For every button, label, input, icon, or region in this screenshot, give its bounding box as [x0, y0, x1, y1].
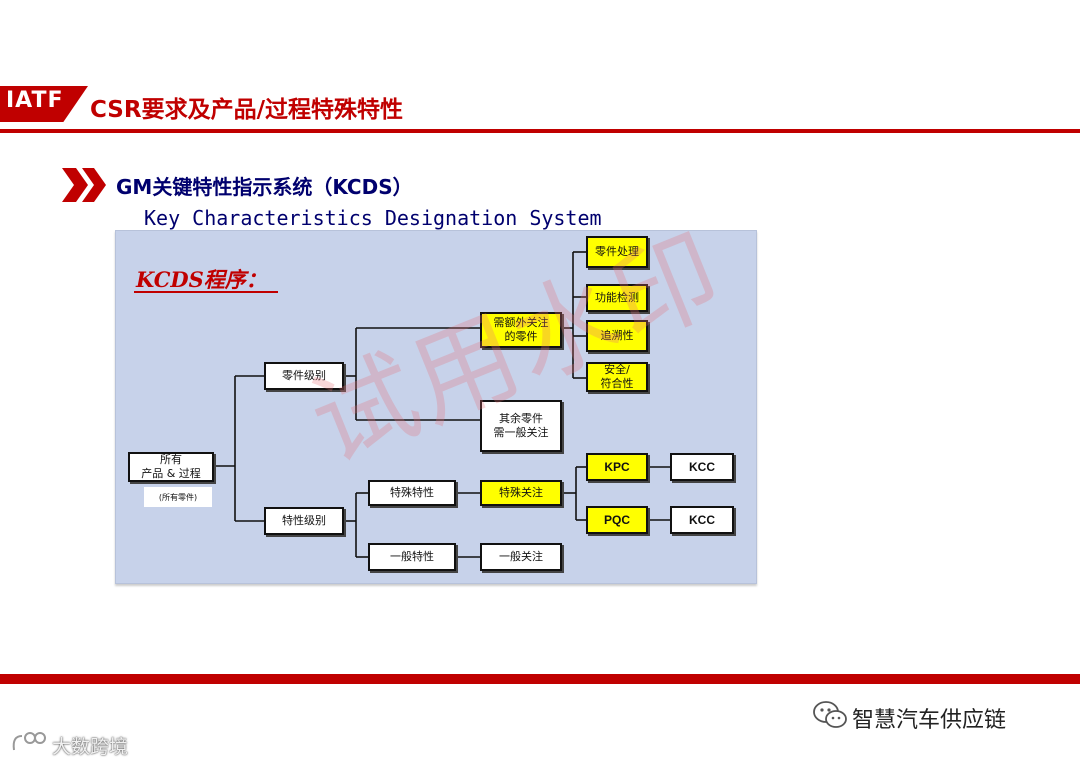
footer-brand: 智慧汽车供应链 [852, 708, 1007, 733]
wechat-icon [813, 701, 847, 728]
kcds-title-underline [134, 291, 278, 293]
node-special-attention: 特殊关注 [480, 480, 562, 506]
node-kcc-2: KCC [670, 506, 734, 534]
node-traceability: 追溯性 [586, 320, 648, 352]
node-function-test: 功能检测 [586, 284, 648, 312]
diagram-panel [115, 230, 757, 584]
page-title: CSR要求及产品/过程特殊特性 [90, 97, 403, 123]
corner-logo-icon [12, 732, 46, 751]
double-chevron-icon [62, 168, 106, 202]
node-other-parts: 其余零件 需一般关注 [480, 400, 562, 452]
node-general-characteristic: 一般特性 [368, 543, 456, 571]
node-special-characteristic: 特殊特性 [368, 480, 456, 506]
kcds-program-title: KCDS程序： [136, 267, 267, 292]
node-characteristic-level: 特性级别 [264, 507, 344, 535]
section-title: GM关键特性指示系统（KCDS） [116, 175, 413, 199]
node-all-products-processes: 所有 产品 & 过程 [128, 452, 214, 482]
section-subtitle: Key Characteristics Designation System [144, 206, 602, 230]
header-divider [0, 129, 1080, 133]
node-part-level: 零件级别 [264, 362, 344, 390]
node-pqc: PQC [586, 506, 648, 534]
node-extra-attention-parts: 需额外关注 的零件 [480, 312, 562, 348]
node-kcc-1: KCC [670, 453, 734, 481]
node-safety-compliance: 安全/ 符合性 [586, 362, 648, 392]
node-kpc: KPC [586, 453, 648, 481]
node-general-attention: 一般关注 [480, 543, 562, 571]
corner-brand-text: 大数跨境 [52, 736, 129, 758]
brand-label: IATF [6, 88, 64, 113]
footer-divider [0, 674, 1080, 684]
node-part-handling: 零件处理 [586, 236, 648, 268]
node-all-parts-note: (所有零件) [144, 487, 212, 507]
